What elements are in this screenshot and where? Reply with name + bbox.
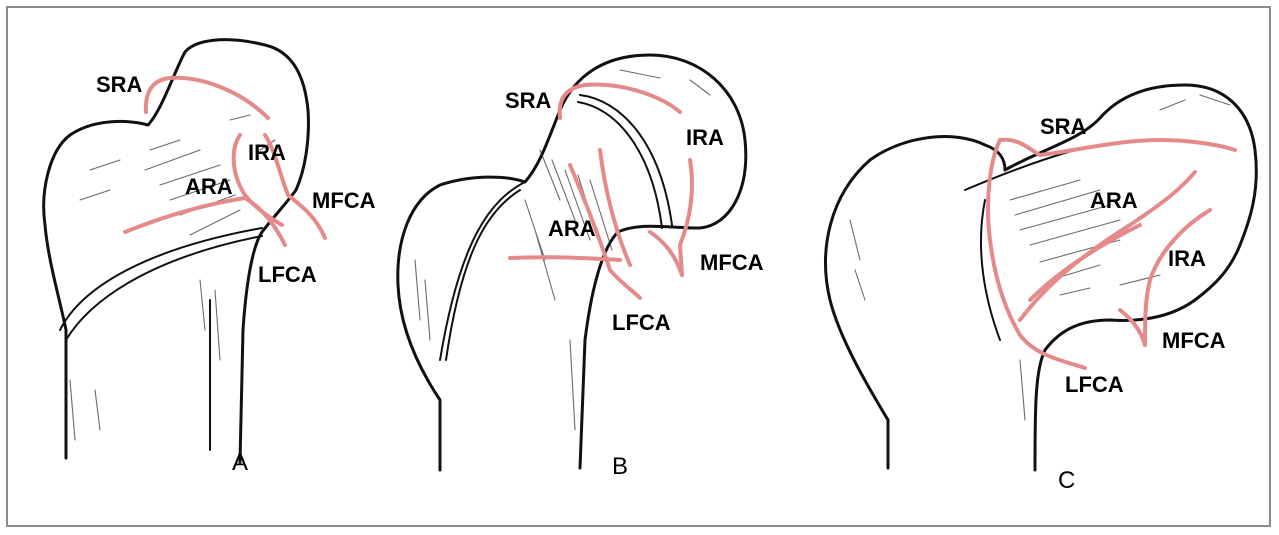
panel-b: SRA IRA ARA MFCA LFCA B: [398, 55, 764, 480]
label-sra-a: SRA: [96, 72, 143, 97]
panel-label-c: C: [1058, 467, 1075, 494]
label-mfca-b: MFCA: [700, 250, 764, 275]
panel-label-a: A: [232, 449, 248, 476]
label-mfca-a: MFCA: [312, 188, 376, 213]
label-lfca-a: LFCA: [258, 262, 317, 287]
panel-a: SRA IRA ARA MFCA LFCA A: [44, 40, 376, 476]
label-ira-c: IRA: [1168, 246, 1206, 271]
label-ira-b: IRA: [686, 125, 724, 150]
label-mfca-c: MFCA: [1162, 328, 1226, 353]
panel-c: SRA ARA IRA MFCA LFCA C: [826, 85, 1257, 494]
femur-greater-troch-c: [826, 137, 1005, 468]
label-lfca-b: LFCA: [612, 310, 671, 335]
label-sra-c: SRA: [1040, 114, 1087, 139]
label-ara-b: ARA: [548, 216, 596, 241]
panel-label-b: B: [612, 453, 628, 480]
femur-outline-b: [398, 55, 746, 470]
label-ara-a: ARA: [185, 174, 233, 199]
label-ara-c: ARA: [1090, 188, 1138, 213]
label-ira-a: IRA: [248, 140, 286, 165]
lfca-vessel-b: [610, 270, 640, 298]
label-sra-b: SRA: [505, 88, 552, 113]
label-lfca-c: LFCA: [1065, 372, 1124, 397]
mfca-vessel-b: [650, 232, 682, 275]
femur-outline-a: [44, 40, 309, 462]
